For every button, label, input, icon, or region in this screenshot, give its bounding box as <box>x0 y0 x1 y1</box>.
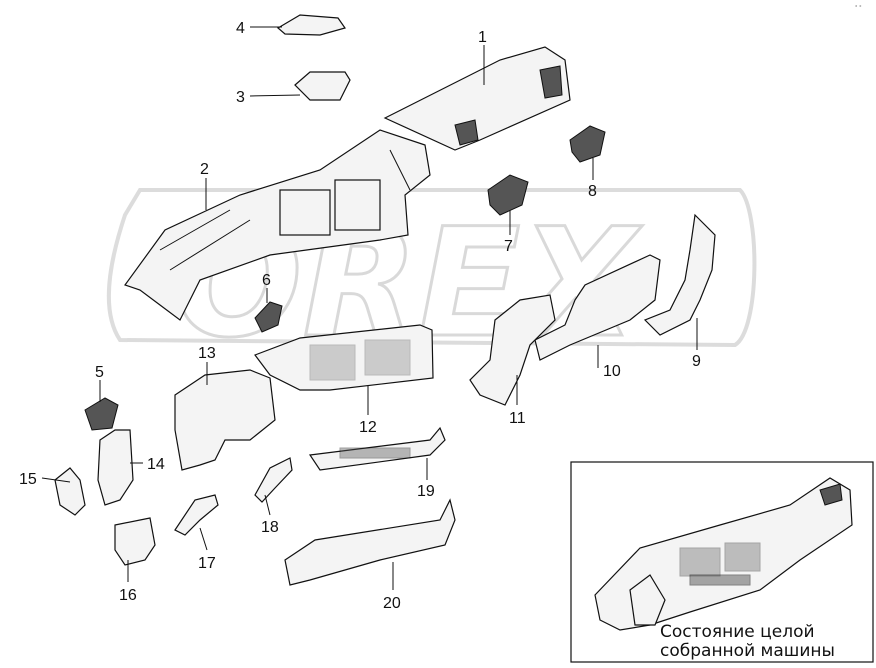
callout-4: 4 <box>236 20 245 37</box>
callout-2: 2 <box>200 161 209 178</box>
part-20-lower-panel <box>284 498 456 586</box>
callout-9: 9 <box>692 353 701 370</box>
part-13-trim-cover <box>174 369 276 471</box>
callout-8: 8 <box>588 183 597 200</box>
assembled-dashboard-drawing <box>594 477 853 631</box>
part-12-instrument-cluster-housing <box>254 324 434 391</box>
callout-16: 16 <box>119 587 137 604</box>
part-5-air-vent <box>84 397 119 431</box>
callout-18: 18 <box>261 519 279 536</box>
part-7-air-vent <box>487 174 529 216</box>
inset-caption-line-2: собранной машины <box>660 641 835 661</box>
callout-7: 7 <box>504 238 513 255</box>
callout-10: 10 <box>603 363 621 380</box>
part-2-dashboard-frame <box>124 129 431 321</box>
leader-lines <box>41 26 698 590</box>
part-19-switch-panel <box>308 426 446 471</box>
callout-12: 12 <box>359 419 377 436</box>
callout-19: 19 <box>417 483 435 500</box>
callout-14: 14 <box>147 456 165 473</box>
part-6-vent <box>254 301 283 333</box>
inset-caption-line-1: Состояние целой <box>660 622 815 642</box>
callout-3: 3 <box>236 89 245 106</box>
part-9-side-panel <box>643 213 716 336</box>
part-11-console-bracket <box>469 294 556 406</box>
callout-6: 6 <box>262 272 271 289</box>
part-15-bracket <box>54 467 86 516</box>
part-18-trim <box>254 457 293 503</box>
callout-11: 11 <box>509 410 526 427</box>
part-1-dashboard-top-cover <box>383 46 571 151</box>
callout-1: 1 <box>478 29 487 46</box>
callout-5: 5 <box>95 364 104 381</box>
callout-17: 17 <box>198 555 216 572</box>
inset-assembled-view: Состояние целой собранной машины <box>570 461 874 663</box>
part-16-cover <box>114 517 156 566</box>
part-14-panel <box>97 429 134 506</box>
part-10-glove-box <box>534 254 661 361</box>
part-3-storage-box <box>294 71 351 101</box>
callout-20: 20 <box>383 595 401 612</box>
part-17-trim <box>174 494 219 536</box>
callout-13: 13 <box>198 345 216 362</box>
part-callouts: 1 2 3 4 5 6 7 8 9 10 11 12 13 14 15 16 1… <box>19 20 701 612</box>
corner-mark: ° ° <box>855 5 862 11</box>
part-8-air-vent <box>569 125 606 163</box>
callout-15: 15 <box>19 471 37 488</box>
part-4-lid <box>276 14 346 36</box>
